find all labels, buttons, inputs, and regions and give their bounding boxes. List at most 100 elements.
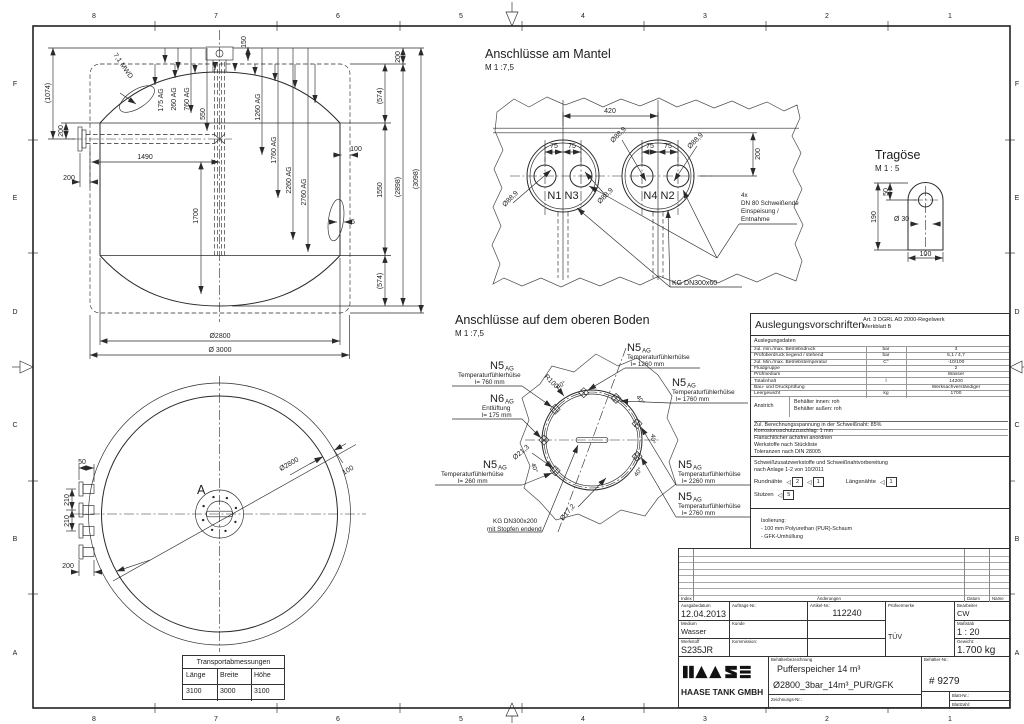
boden-nozzles xyxy=(538,387,643,477)
spec-row-name: Prüfüberdruck liegend / stehend xyxy=(754,353,824,359)
angle-40-1: 40° xyxy=(555,379,568,391)
spec-regulation-line1: Art. 3 DGRL AD 2000-Regelwerk xyxy=(863,317,945,323)
weld-note-line2: nach Anlage 1-2 von 10/2011 xyxy=(754,467,824,473)
dim-1550: 1550 xyxy=(377,182,384,198)
dim-1074: (1074) xyxy=(45,83,52,103)
company-logo-cell: HAASE TANK GMBH xyxy=(679,656,768,709)
nozzle-tag-sub: AG xyxy=(505,400,514,406)
boden-detail: Anschlüsse auf dem oberen Boden M 1 :7,5 xyxy=(435,313,754,533)
grid-col-label: 3 xyxy=(703,13,707,20)
dim-dia-889-2: Ø88,9 xyxy=(596,187,615,206)
mantel-detail: Anschlüsse am Mantel M 1 :7,5 xyxy=(485,47,804,288)
angle-40-4: 40° xyxy=(649,434,657,444)
title-block: Index Änderungen Datum Name Ausgabedatum… xyxy=(678,548,1011,709)
laengsnaehte-label: Längsnähte xyxy=(845,479,876,485)
weld-symbol-value: 1 xyxy=(812,477,824,487)
ausgabedatum-value: 12.04.2013 xyxy=(681,609,727,619)
dim-100-right: 100 xyxy=(350,146,362,153)
behaelternr-label: Behälter-Nr.: xyxy=(924,657,949,662)
spec-row-value: 2 xyxy=(954,365,958,371)
nozzle-tag: N6 xyxy=(490,393,504,405)
svg-text:N5AG: N5AG xyxy=(678,491,702,504)
revision-table: Index Änderungen Datum Name xyxy=(679,549,1009,602)
dim-100-topview: 100 xyxy=(341,465,355,477)
isolierung-line3: - GFK-Umhüllung xyxy=(761,534,803,540)
nozzle-tag: N5 xyxy=(490,360,504,372)
company-name: HAASE TANK GMBH xyxy=(681,687,764,697)
dim-210a: 210 xyxy=(64,494,71,506)
boden-linework xyxy=(435,347,754,533)
gewicht-label: Gewicht: xyxy=(957,639,975,644)
weld-symbol: ◁2 xyxy=(786,477,803,487)
dim-200-topview: 200 xyxy=(62,563,74,570)
angle-40-3: 40° xyxy=(634,394,646,407)
dim-1490: 1490 xyxy=(137,154,153,161)
dim-574-bottom: (574) xyxy=(377,273,384,289)
mantel-note-line1: 4x xyxy=(741,192,749,199)
rev-header-datum: Datum xyxy=(967,596,980,601)
svg-text:N5AG: N5AG xyxy=(490,360,514,373)
isolierung-line1: Isolierung: xyxy=(761,518,786,524)
behaelter-cell: Behälter-Nr.: # 9279 Blatt-Nr.: Blattzah… xyxy=(921,656,1011,709)
grid-col-label: 6 xyxy=(336,716,340,723)
spec-anstrich-row: Anstrich Behälter innen: roh Behälter au… xyxy=(751,397,1009,417)
dim-3000: Ø 3000 xyxy=(209,347,232,354)
dim-760ag: 760 AG xyxy=(184,87,191,110)
dim-2760ag: 2760 AG xyxy=(301,178,308,205)
nozzle-tag: N5 xyxy=(678,459,692,471)
spec-row-name: Bau- und Druckprüfung xyxy=(754,384,805,390)
nozzle-desc: Temperaturfühlerhülse xyxy=(678,471,741,478)
grid-col-label: 5 xyxy=(459,13,463,20)
mantel-title: Anschlüsse am Mantel xyxy=(485,47,611,61)
anstrich-inner: Behälter innen: roh xyxy=(794,399,840,405)
weld-note-line1: Schweißzusatzwerkstoffe und Schweißnahtv… xyxy=(754,460,888,466)
nozzle-length: l= 2260 mm xyxy=(682,478,715,485)
weld-symbol: ◁1 xyxy=(807,477,824,487)
dim-200-topright: 200 xyxy=(395,51,402,63)
dim-200-mantel: 200 xyxy=(755,148,762,160)
spec-row-name: Leergewicht xyxy=(754,391,781,397)
nozzle-tag-sub: AG xyxy=(693,466,702,472)
grid-row-label: E xyxy=(1015,195,1020,202)
dim-75-4: 75 xyxy=(664,143,672,150)
nozzle-length: l= 760 mm xyxy=(475,379,505,386)
mantel-note-line4: Entnahme xyxy=(741,216,770,223)
bezeichnung-label: Behälterbezeichnung xyxy=(771,657,813,662)
grid-row-label: C xyxy=(1014,422,1019,429)
grid-row-label: A xyxy=(13,650,18,657)
grid-col-label: 7 xyxy=(214,716,218,723)
spec-row-value: 3 xyxy=(954,347,958,352)
bezeichnung-cell: Behälterbezeichnung Pufferspeicher 14 m³… xyxy=(768,656,921,709)
behaelternr-value: # 9279 xyxy=(929,676,960,687)
dim-6: 6 xyxy=(351,219,355,226)
transport-table: Transportabmessungen Länge Breite Höhe 3… xyxy=(182,655,285,701)
dim-190-tragoese: 190 xyxy=(871,211,878,223)
spec-note: Toleranzen nach DIN 28005 xyxy=(754,449,821,455)
ausgabedatum-label: Ausgabedatum xyxy=(681,603,711,608)
nozzle-tag: N5 xyxy=(672,377,686,389)
dim-50-tragoese: 50 xyxy=(883,188,890,196)
dim-mwd: 7,1 MWD xyxy=(111,52,133,80)
boden-title: Anschlüsse auf dem oberen Boden xyxy=(455,313,650,327)
nozzle-desc: Temperaturfühlerhülse xyxy=(627,354,690,361)
grid-row-label: D xyxy=(1014,309,1019,316)
nozzle-n1-n3: N1 N3 xyxy=(547,190,578,202)
medium-value: Wasser xyxy=(681,627,707,636)
spec-note: Zul. Berechnungsspannung in der Schweißn… xyxy=(754,421,1008,430)
dim-100-tragoese: 100 xyxy=(920,251,932,258)
kunde-label: Kunde xyxy=(732,621,745,626)
nozzle-tag-sub: AG xyxy=(498,466,507,472)
elevation-dimension-lines xyxy=(48,46,424,359)
stutzen-row: Stutzen ◁5 xyxy=(754,490,795,500)
dim-50-topview: 50 xyxy=(78,459,86,466)
nozzle-length: l= 1760 mm xyxy=(676,396,709,403)
nozzle-desc: Temperaturfühlerhülse xyxy=(458,372,521,379)
spec-title: Auslegungsvorschriften xyxy=(755,319,865,331)
dim-2260ag: 2260 AG xyxy=(286,166,293,193)
nozzle-tag-sub: AG xyxy=(693,498,702,504)
dim-200-left: 200 xyxy=(58,125,65,137)
